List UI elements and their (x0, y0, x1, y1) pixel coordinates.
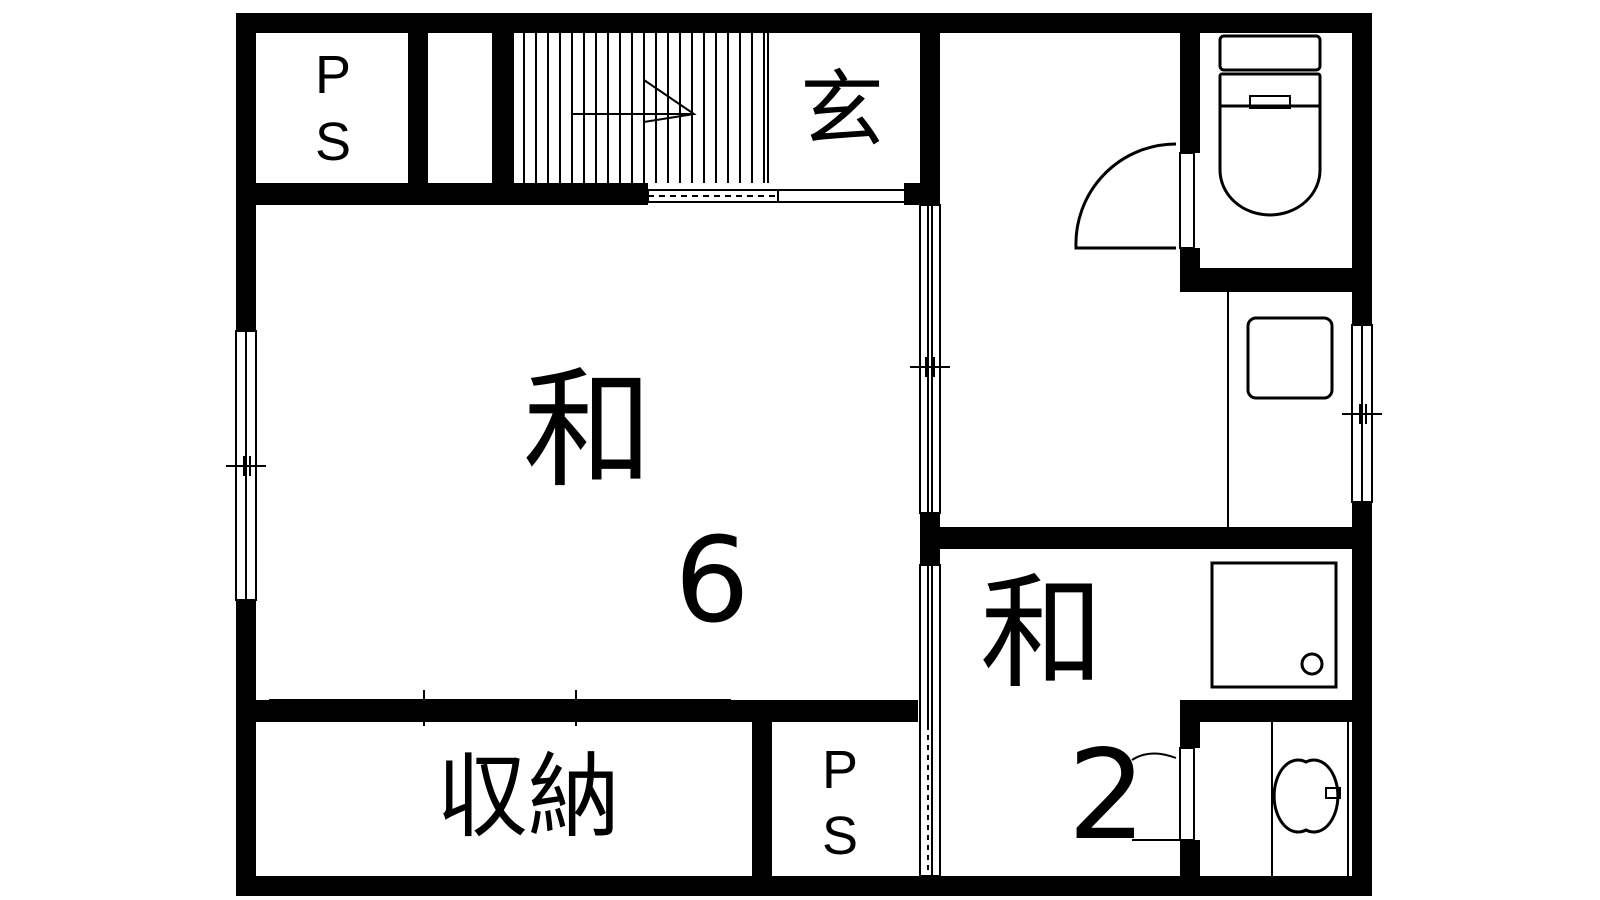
toilet-door (1074, 142, 1195, 250)
interior-walls (256, 33, 1352, 876)
ps-bottom-line2: S (822, 806, 858, 866)
window-left (226, 330, 266, 601)
genkan-label: 玄 (800, 61, 884, 159)
basin-icon (1272, 758, 1341, 834)
toilet-icon (1218, 34, 1322, 217)
window-right (1342, 324, 1382, 503)
sink-icon (1227, 292, 1334, 527)
ps-top-line1: P (315, 45, 351, 105)
ps-bottom-line1: P (822, 740, 858, 800)
washitsu-large-kanji: 和 (523, 354, 653, 506)
outer-walls (236, 13, 1372, 896)
washitsu-large-size: 6 (674, 511, 749, 649)
sliding-door-right (910, 204, 950, 514)
sliding-door-small (919, 564, 941, 877)
storage-sliding-doors (269, 690, 731, 726)
ps-top-line2: S (315, 112, 351, 172)
washer-icon (1210, 561, 1338, 689)
washitsu-small-size: 2 (1068, 724, 1147, 868)
storage-label: 収納 (436, 744, 620, 851)
genkan-sill (647, 189, 913, 203)
washitsu-small-kanji: 和 (980, 562, 1104, 706)
staircase (523, 33, 769, 183)
washroom-door (1131, 722, 1349, 876)
